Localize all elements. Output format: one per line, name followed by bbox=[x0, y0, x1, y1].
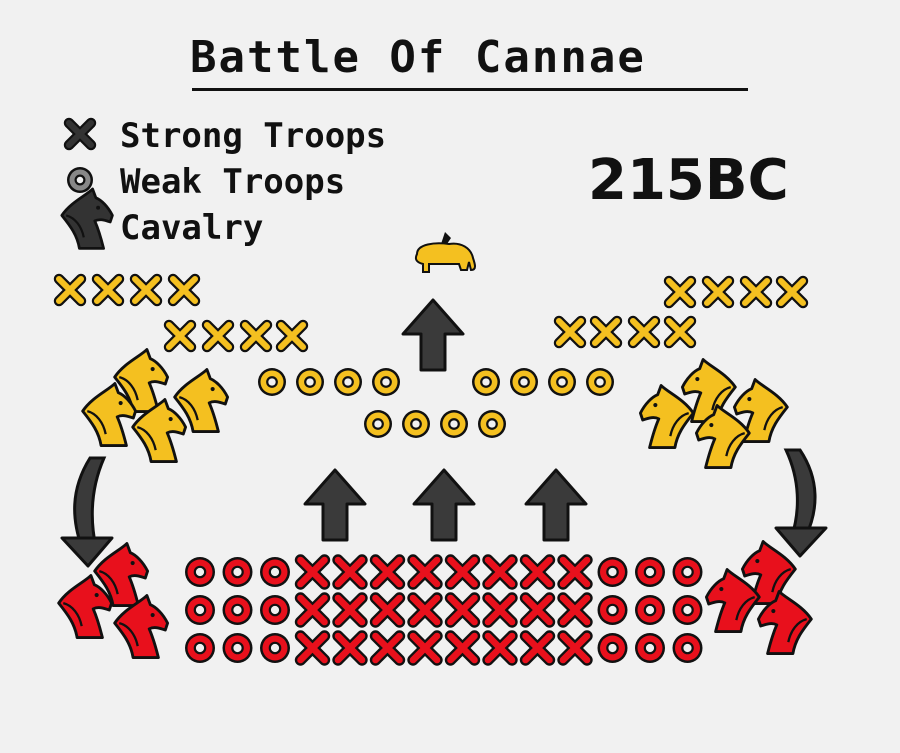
carthage-strong-troop bbox=[167, 273, 201, 307]
carthage-cavalry bbox=[638, 384, 695, 450]
rome-strong-troop bbox=[519, 592, 556, 628]
carthage-strong-troop bbox=[239, 319, 273, 353]
advance-arrow bbox=[412, 468, 476, 542]
rome-strong-troop bbox=[557, 554, 593, 590]
rome-strong-troop bbox=[444, 630, 481, 666]
rome-cavalry bbox=[756, 590, 813, 656]
carthage-weak-troop bbox=[510, 368, 538, 396]
rome-strong-troop bbox=[294, 630, 331, 666]
o-icon bbox=[67, 167, 93, 193]
carthage-strong-troop bbox=[701, 275, 735, 309]
carthage-strong-troop bbox=[663, 275, 697, 309]
carthage-strong-troop bbox=[627, 315, 661, 349]
carthage-weak-troop bbox=[586, 368, 614, 396]
x-icon bbox=[63, 117, 97, 151]
rome-weak-troop bbox=[222, 557, 253, 587]
rome-weak-troop bbox=[635, 557, 665, 587]
rome-weak-troop bbox=[597, 595, 628, 625]
carthage-strong-troop bbox=[163, 319, 197, 353]
rome-strong-troop bbox=[557, 630, 593, 666]
rome-strong-troop bbox=[369, 554, 406, 590]
rome-cavalry bbox=[113, 594, 170, 660]
carthage-cavalry bbox=[732, 378, 789, 444]
rome-weak-troop bbox=[185, 633, 215, 663]
rome-strong-troop bbox=[407, 554, 443, 590]
rome-strong-troop bbox=[519, 554, 556, 590]
carthage-strong-troop bbox=[589, 315, 623, 349]
carthage-weak-troop bbox=[478, 410, 506, 438]
carthage-weak-troop bbox=[548, 368, 576, 396]
carthage-strong-troop bbox=[201, 319, 235, 353]
carthage-strong-troop bbox=[775, 275, 809, 309]
rome-strong-troop bbox=[332, 592, 368, 628]
carthage-weak-troop bbox=[440, 410, 468, 438]
rome-strong-troop bbox=[444, 592, 481, 628]
advance-arrow bbox=[401, 298, 465, 372]
rome-weak-troop bbox=[672, 633, 703, 663]
carthage-weak-troop bbox=[472, 368, 500, 396]
carthage-weak-troop bbox=[258, 368, 286, 396]
rome-strong-troop bbox=[407, 630, 443, 666]
advance-arrow bbox=[524, 468, 588, 542]
rome-cavalry bbox=[57, 574, 114, 640]
rome-weak-troop bbox=[222, 633, 253, 663]
rome-strong-troop bbox=[519, 630, 556, 666]
carthage-weak-troop bbox=[372, 368, 400, 396]
rome-weak-troop bbox=[185, 557, 215, 587]
carthage-weak-troop bbox=[364, 410, 392, 438]
rome-strong-troop bbox=[294, 592, 331, 628]
carthage-strong-troop bbox=[53, 273, 87, 307]
rome-weak-troop bbox=[260, 633, 290, 663]
legend-label-weak: Weak Troops bbox=[120, 162, 346, 202]
carthage-strong-troop bbox=[129, 273, 163, 307]
flank-arrow-right bbox=[774, 448, 828, 558]
rome-strong-troop bbox=[482, 592, 518, 628]
carthage-strong-troop bbox=[739, 275, 773, 309]
page-title: Battle Of Cannae bbox=[190, 32, 646, 83]
advance-arrow bbox=[303, 468, 367, 542]
rome-cavalry bbox=[93, 542, 150, 608]
rome-strong-troop bbox=[482, 554, 518, 590]
carthage-strong-troop bbox=[663, 315, 697, 349]
carthage-strong-troop bbox=[91, 273, 125, 307]
legend-label-cavalry: Cavalry bbox=[120, 208, 264, 248]
rome-strong-troop bbox=[369, 592, 406, 628]
rome-strong-troop bbox=[332, 554, 368, 590]
carthage-weak-troop bbox=[334, 368, 362, 396]
rome-strong-troop bbox=[294, 554, 331, 590]
rome-weak-troop bbox=[185, 595, 215, 625]
rome-strong-troop bbox=[557, 592, 593, 628]
carthage-cavalry bbox=[694, 404, 751, 470]
rome-weak-troop bbox=[672, 595, 703, 625]
carthage-weak-troop bbox=[296, 368, 324, 396]
horse-icon bbox=[60, 187, 114, 250]
carthage-strong-troop bbox=[553, 315, 587, 349]
flank-arrow-left bbox=[60, 456, 114, 568]
rome-weak-troop bbox=[635, 633, 665, 663]
rome-weak-troop bbox=[260, 557, 290, 587]
elephant-icon bbox=[414, 232, 476, 273]
rome-strong-troop bbox=[369, 630, 406, 666]
rome-strong-troop bbox=[332, 630, 368, 666]
rome-cavalry bbox=[704, 568, 761, 634]
rome-strong-troop bbox=[444, 554, 481, 590]
rome-weak-troop bbox=[260, 595, 290, 625]
rome-strong-troop bbox=[482, 630, 518, 666]
carthage-weak-troop bbox=[402, 410, 430, 438]
rome-weak-troop bbox=[597, 633, 628, 663]
year-label: 215BC bbox=[588, 148, 789, 213]
carthage-cavalry bbox=[81, 382, 138, 448]
title-underline bbox=[192, 88, 748, 91]
rome-weak-troop bbox=[672, 557, 703, 587]
carthage-cavalry bbox=[131, 398, 188, 464]
rome-weak-troop bbox=[222, 595, 253, 625]
carthage-strong-troop bbox=[275, 319, 309, 353]
rome-weak-troop bbox=[635, 595, 665, 625]
rome-strong-troop bbox=[407, 592, 443, 628]
legend-label-strong: Strong Troops bbox=[120, 116, 387, 156]
rome-weak-troop bbox=[597, 557, 628, 587]
carthage-cavalry bbox=[173, 368, 230, 434]
